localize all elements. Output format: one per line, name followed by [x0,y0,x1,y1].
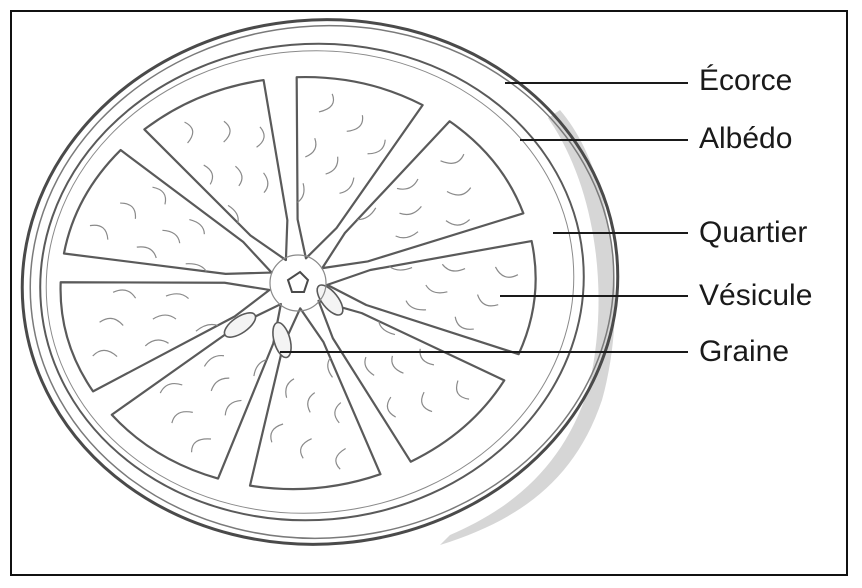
label-albedo: Albédo [699,124,792,154]
label-quartier: Quartier [699,218,807,248]
label-graine: Graine [699,337,789,367]
seed [269,321,294,360]
center-pith [270,255,326,311]
label-ecorce: Écorce [699,66,792,96]
label-vesicule: Vésicule [699,281,812,311]
